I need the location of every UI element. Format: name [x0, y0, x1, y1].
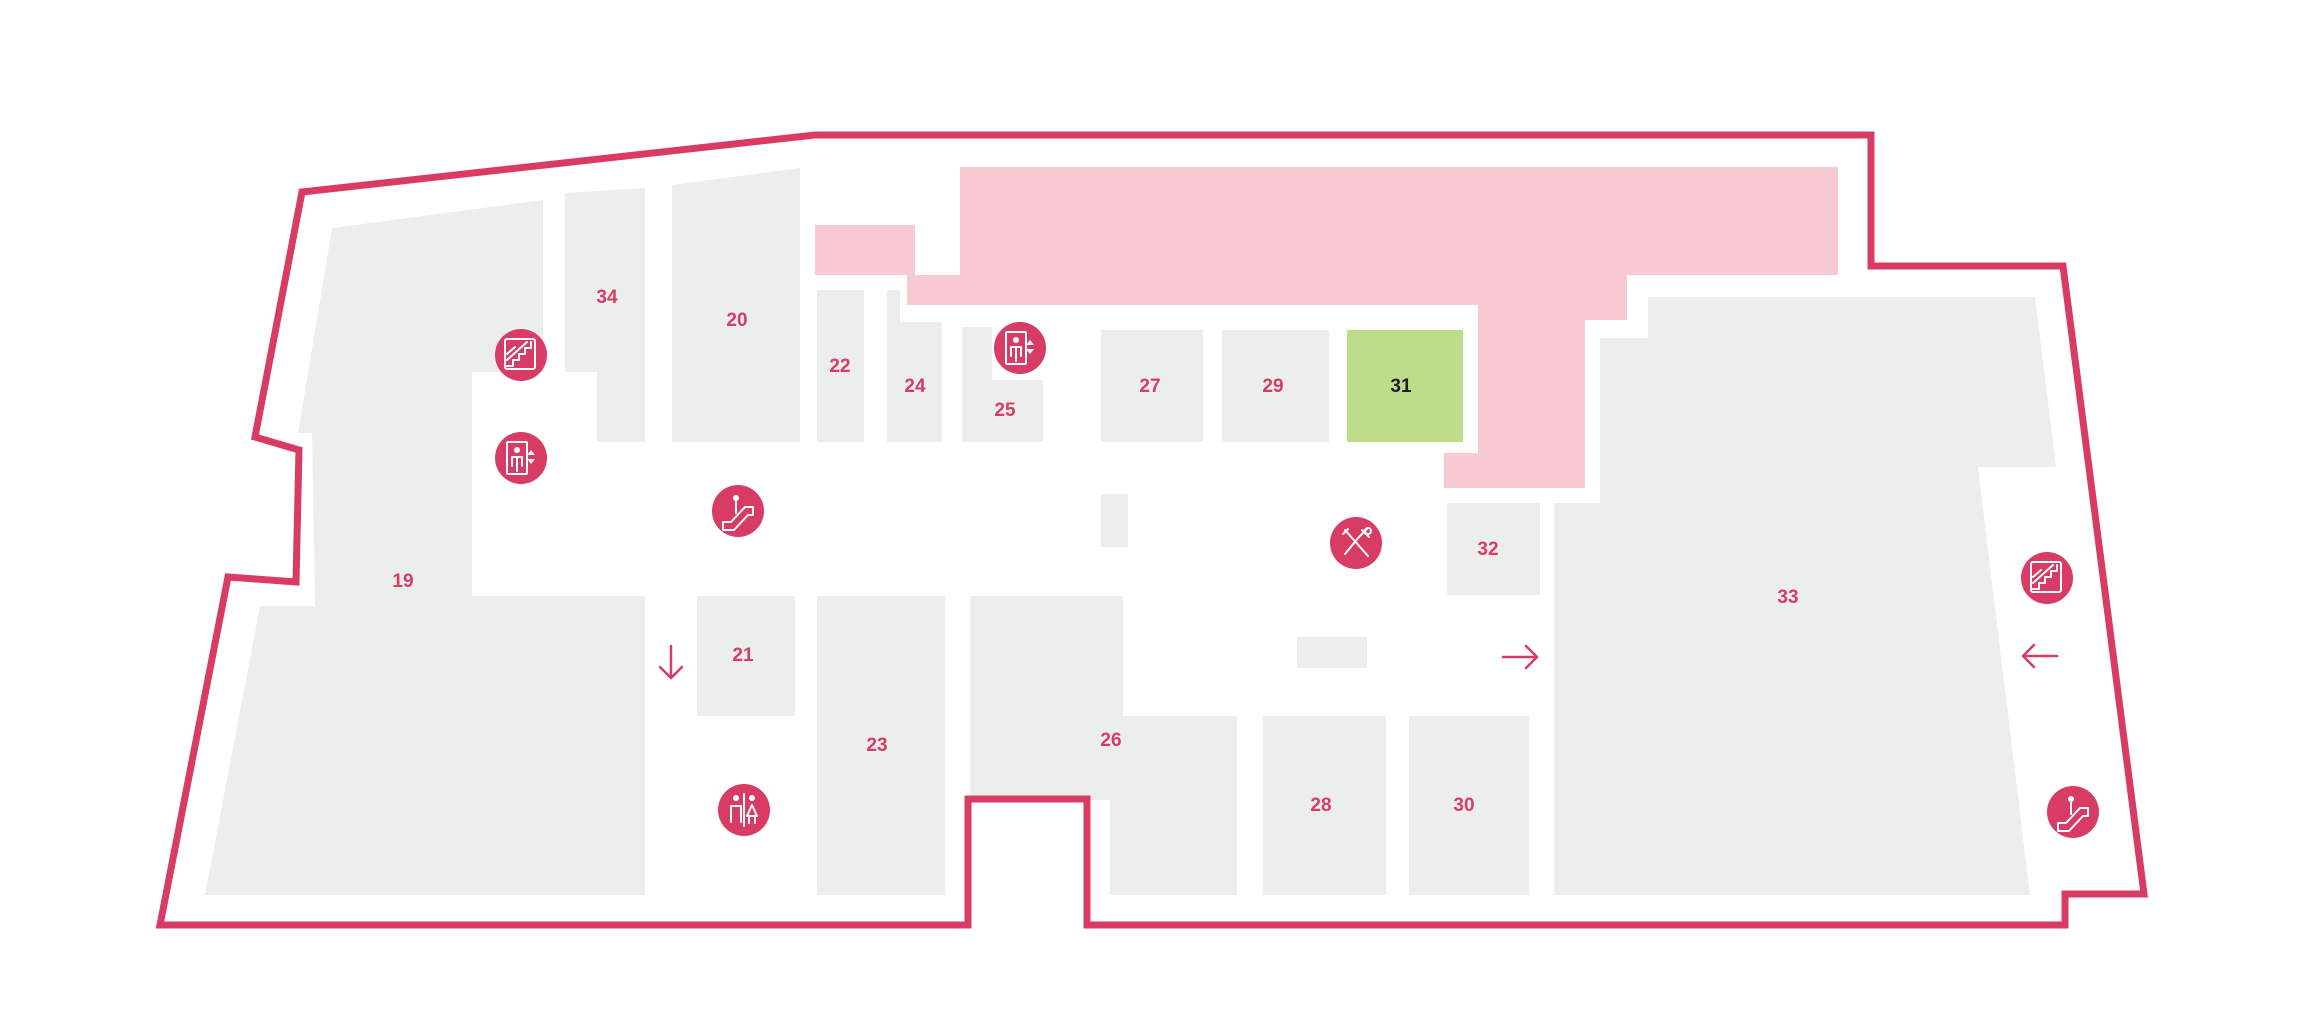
- store-34-label: 34: [596, 287, 618, 308]
- store-21-label: 21: [732, 645, 754, 666]
- kiosk-a: [1101, 494, 1128, 547]
- store-20-shape[interactable]: [672, 168, 800, 442]
- store-units: [205, 168, 2056, 895]
- store-19-shape[interactable]: [205, 200, 645, 895]
- store-29-label: 29: [1262, 376, 1283, 397]
- arrow-down-icon: [658, 644, 684, 680]
- store-24-shape[interactable]: [887, 290, 942, 442]
- service-tools-icon[interactable]: [1330, 517, 1382, 569]
- escalator-icon[interactable]: [712, 485, 764, 537]
- store-22-shape[interactable]: [817, 290, 864, 442]
- store-26-shape[interactable]: [970, 596, 1237, 895]
- store-31-shape[interactable]: [1347, 330, 1463, 442]
- store-30-label: 30: [1453, 795, 1474, 816]
- store-23-shape[interactable]: [817, 596, 945, 895]
- store-28-shape[interactable]: [1263, 716, 1386, 895]
- store-27-shape[interactable]: [1101, 330, 1203, 442]
- elevator-icon[interactable]: [495, 432, 547, 484]
- store-20-label: 20: [726, 310, 747, 331]
- arrow-left-icon: [2021, 643, 2059, 669]
- store-26-label: 26: [1100, 730, 1121, 751]
- kiosk-b: [1297, 637, 1367, 668]
- toilets-icon[interactable]: [718, 784, 770, 836]
- elevator-icon-2[interactable]: [994, 322, 1046, 374]
- store-33-label: 33: [1777, 587, 1798, 608]
- store-23-label: 23: [866, 735, 887, 756]
- store-22-label: 22: [829, 356, 850, 377]
- store-25-label: 25: [994, 400, 1016, 421]
- store-31-label: 31: [1390, 376, 1412, 397]
- store-29-shape[interactable]: [1222, 330, 1329, 442]
- store-21-shape[interactable]: [697, 596, 795, 716]
- store-30-shape[interactable]: [1409, 716, 1529, 895]
- store-27-label: 27: [1139, 376, 1160, 397]
- stairs-icon[interactable]: [495, 329, 547, 381]
- store-33-shape[interactable]: [1554, 297, 2056, 895]
- common-area-north: [907, 167, 1838, 488]
- store-24-label: 24: [904, 376, 926, 397]
- arrow-right-icon: [1501, 644, 1539, 670]
- store-34-shape[interactable]: [565, 188, 645, 442]
- store-32-shape[interactable]: [1447, 503, 1540, 595]
- store-labels: 19 34 20 22 24 25 27 29 31 32 33 21 23 2…: [392, 287, 1798, 816]
- building-outline: [155, 131, 2148, 929]
- store-28-label: 28: [1310, 795, 1331, 816]
- direction-arrows: [658, 643, 2059, 680]
- common-areas: [815, 167, 1838, 488]
- stairs-icon-2[interactable]: [2021, 552, 2073, 604]
- poi-markers: [495, 322, 2099, 838]
- store-32-label: 32: [1477, 539, 1498, 560]
- store-25-shape[interactable]: [962, 327, 1043, 442]
- escalator-icon-2[interactable]: [2047, 786, 2099, 838]
- store-19-label: 19: [392, 571, 413, 592]
- common-area-small: [815, 225, 915, 275]
